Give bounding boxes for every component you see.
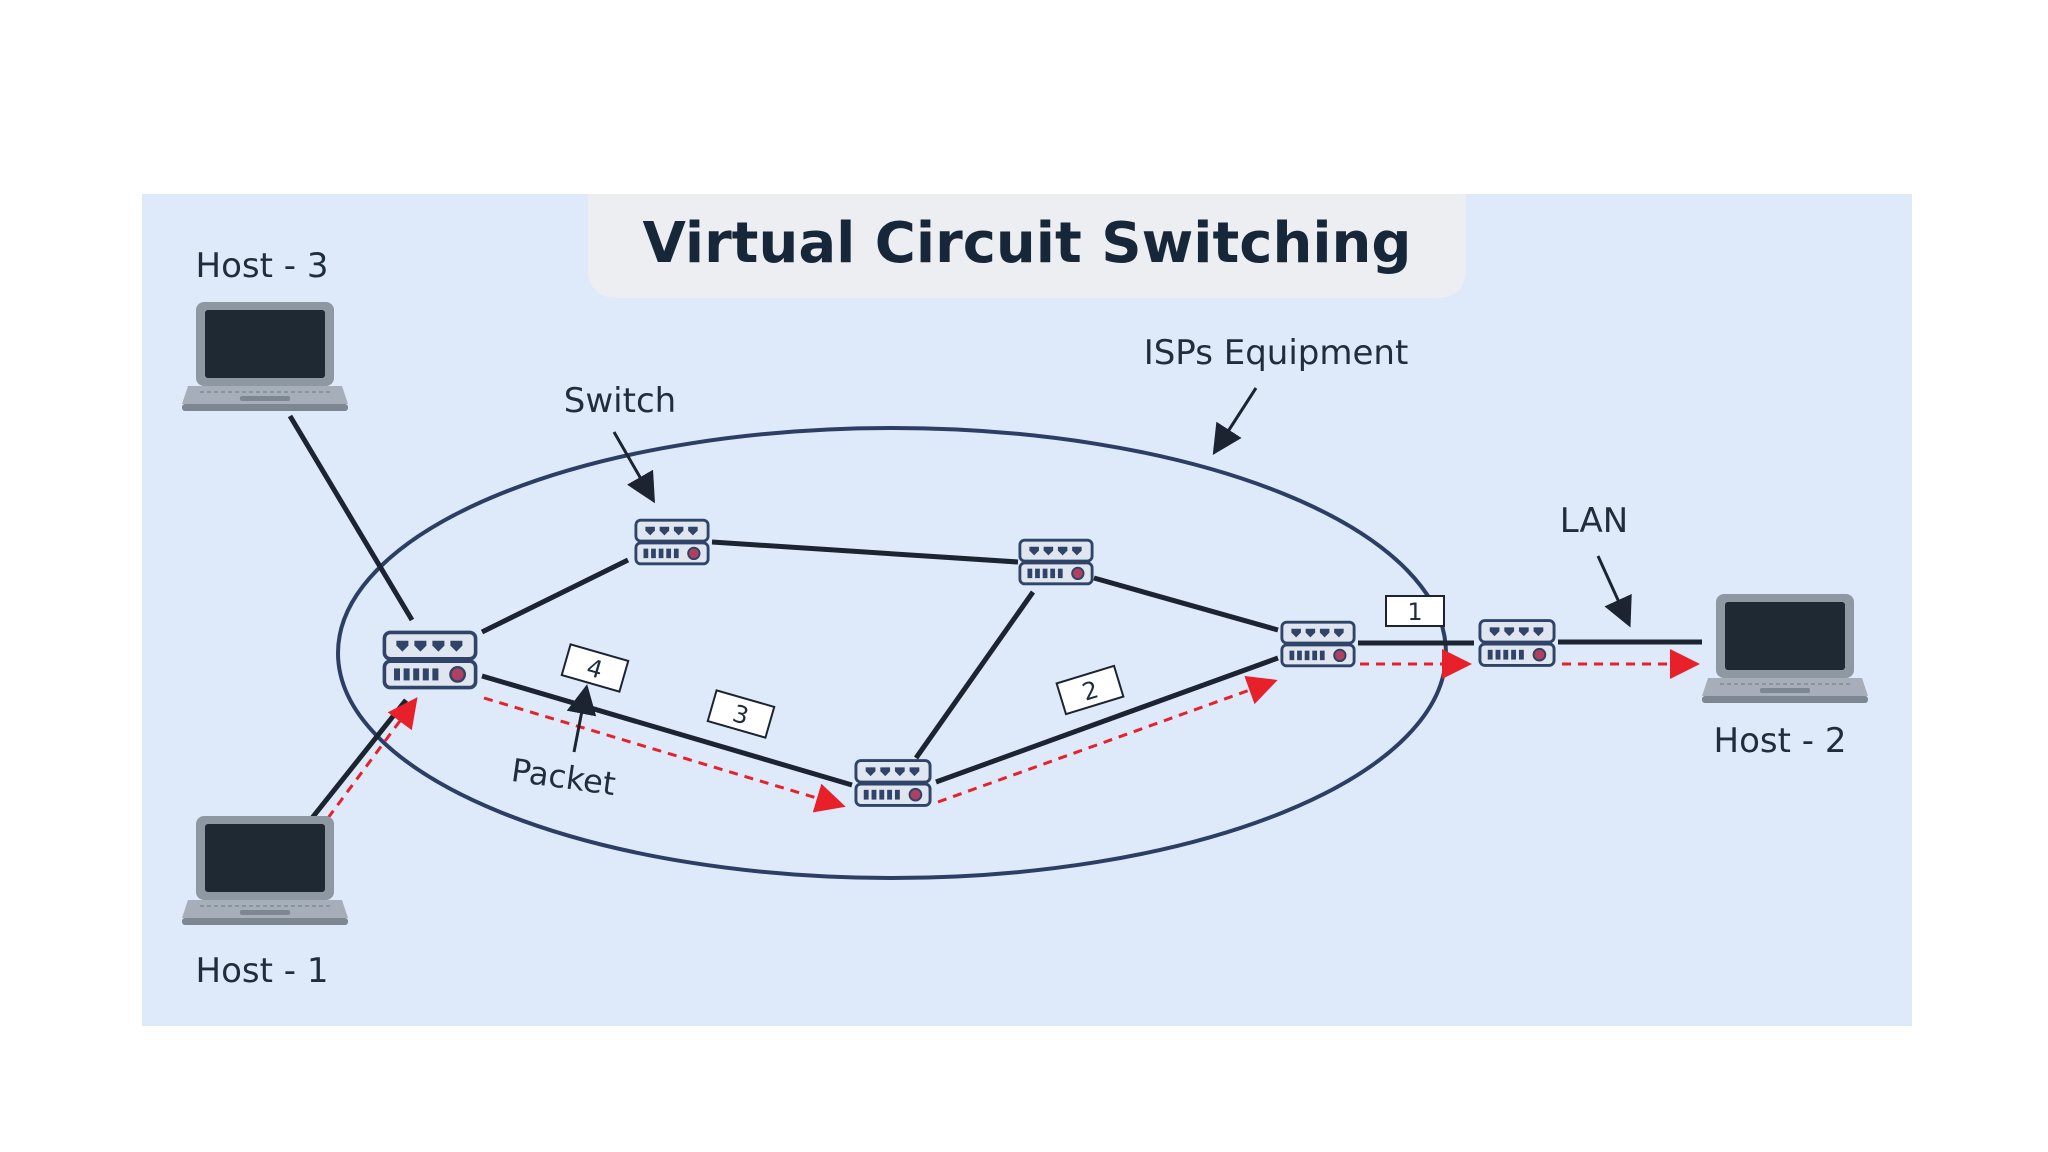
- link-host3-sw1: [287, 414, 415, 622]
- link-sw5-sw4: [935, 655, 1279, 785]
- host3-label: Host - 3: [196, 246, 329, 286]
- link-sw3-sw4: [1093, 575, 1279, 633]
- switch-icon: [854, 759, 932, 807]
- lan-label: LAN: [1560, 501, 1628, 541]
- laptop-icon: [1701, 593, 1869, 704]
- diagram-title: Virtual Circuit Switching: [643, 211, 1412, 276]
- packet-1: 1: [1385, 595, 1445, 627]
- host1-label: Host - 1: [196, 951, 329, 991]
- switch-icon: [634, 518, 710, 566]
- svg-text:1: 1: [1407, 598, 1422, 626]
- packet-3: 3: [706, 689, 776, 739]
- switch-icon: [1280, 620, 1356, 668]
- laptop-icon: [181, 301, 349, 412]
- switch-icon: [1018, 538, 1094, 586]
- isp-pointer-arrow: [1212, 387, 1258, 456]
- link-sw1-sw2: [480, 557, 630, 635]
- link-sw2-sw3: [711, 539, 1019, 565]
- packet-4: 4: [560, 643, 630, 693]
- host2-label: Host - 2: [1714, 721, 1847, 761]
- laptop-icon: [181, 815, 349, 926]
- packet-pointer-arrow: [566, 684, 597, 753]
- link-sw3-sw5: [913, 590, 1036, 760]
- link-sw1-sw5: [481, 673, 853, 788]
- isp-label: ISPs Equipment: [1144, 333, 1409, 373]
- svg-text:4: 4: [584, 653, 606, 684]
- switch-pointer-arrow: [612, 431, 655, 504]
- lan-pointer-arrow: [1596, 555, 1632, 628]
- switch-label: Switch: [564, 381, 676, 421]
- packet-path: [326, 649, 1700, 819]
- network-links: [287, 414, 1702, 820]
- switch-icon: [1478, 619, 1556, 667]
- svg-text:3: 3: [730, 699, 752, 730]
- title-bar: [588, 194, 1466, 298]
- packet-2: 2: [1055, 664, 1125, 716]
- switch-icon: [382, 630, 478, 690]
